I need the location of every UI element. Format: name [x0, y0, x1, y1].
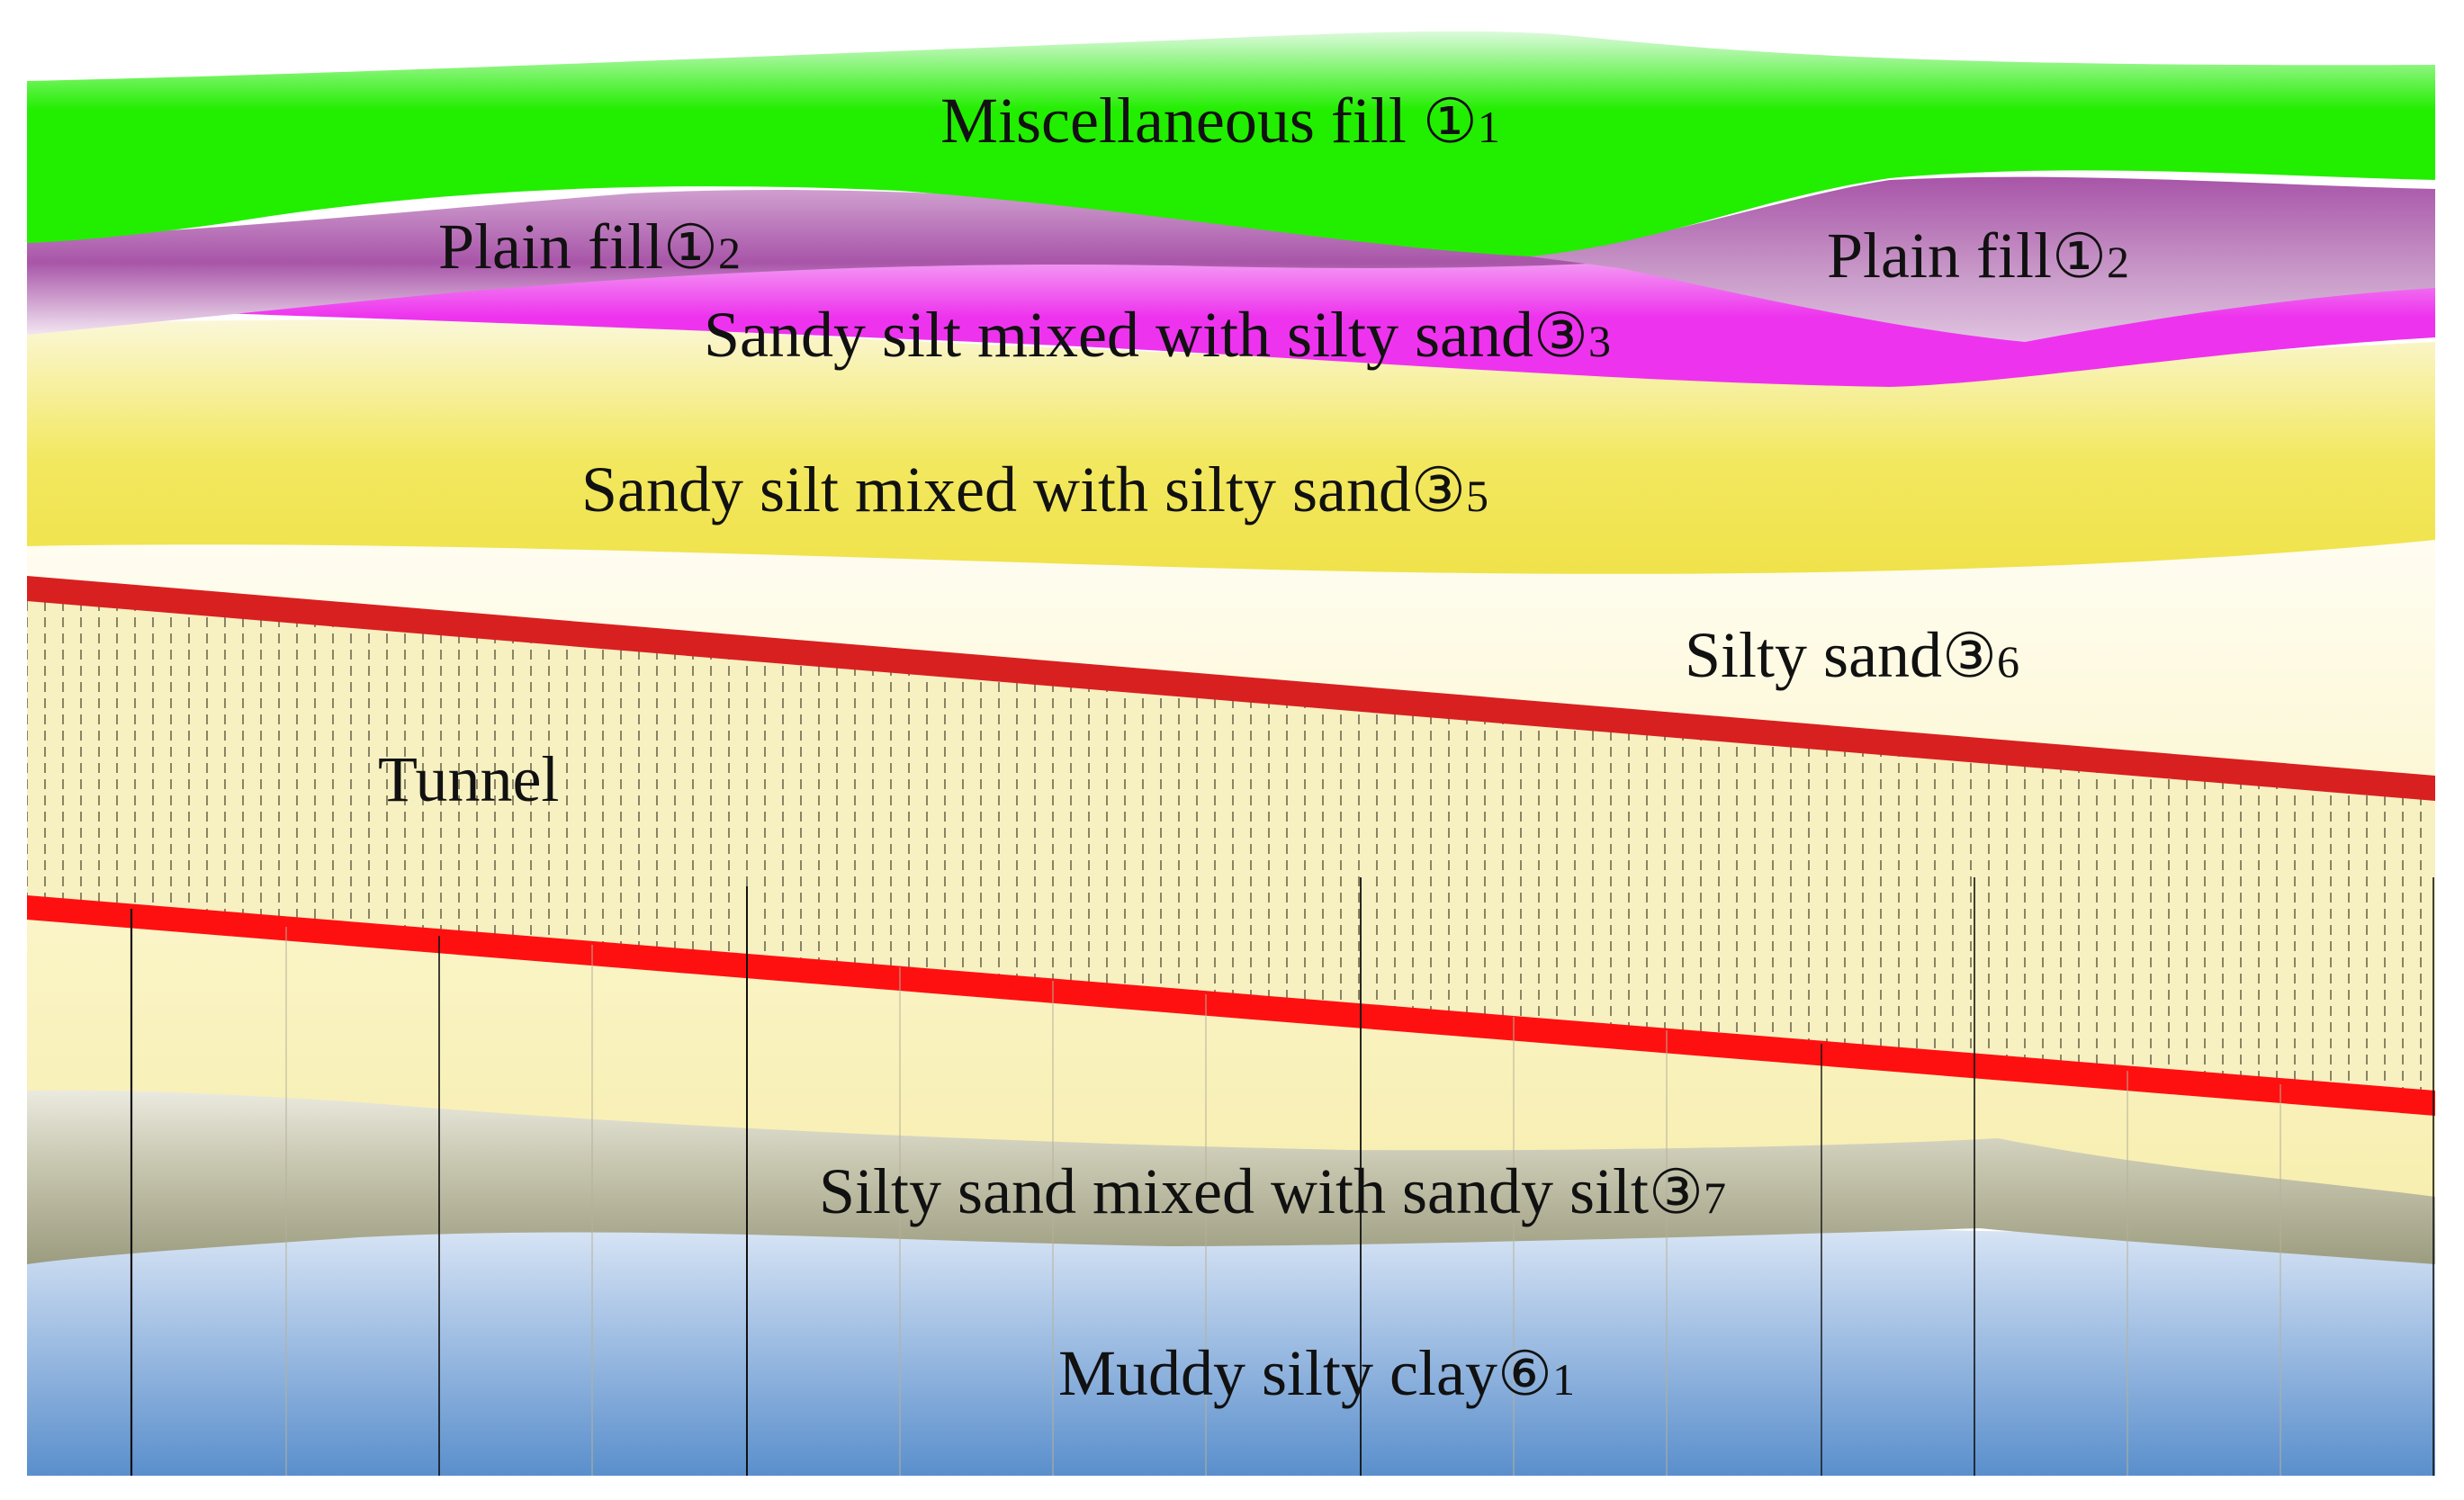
tunnel-body	[27, 585, 2435, 1100]
tunnel-edge-bottom	[27, 895, 2435, 1116]
layer-muddy-clay-6-1	[27, 1197, 2435, 1476]
layer-silty-sand-3-7	[27, 1080, 2435, 1264]
tunnel-edge-top	[27, 576, 2435, 801]
label-plain-fill-left: Plain fill①2	[438, 211, 741, 283]
layer-plain-fill-right	[1530, 176, 2435, 342]
label-sandy-silt-3-5: Sandy silt mixed with silty sand③5	[581, 454, 1488, 526]
label-tunnel: Tunnel	[378, 743, 560, 815]
label-sandy-silt-3-3: Sandy silt mixed with silty sand③3	[704, 299, 1611, 372]
label-silty-sand-3-6: Silty sand③6	[1685, 619, 2019, 692]
label-muddy-clay-6-1: Muddy silty clay⑥1	[1058, 1337, 1575, 1410]
label-silty-sand-3-7: Silty sand mixed with sandy silt③7	[819, 1155, 1726, 1228]
borehole-lines	[130, 877, 2434, 1476]
layer-misc-fill	[27, 31, 2435, 256]
label-plain-fill-right: Plain fill①2	[1827, 220, 2129, 292]
label-misc-fill: Miscellaneous fill ①1	[940, 85, 1500, 157]
